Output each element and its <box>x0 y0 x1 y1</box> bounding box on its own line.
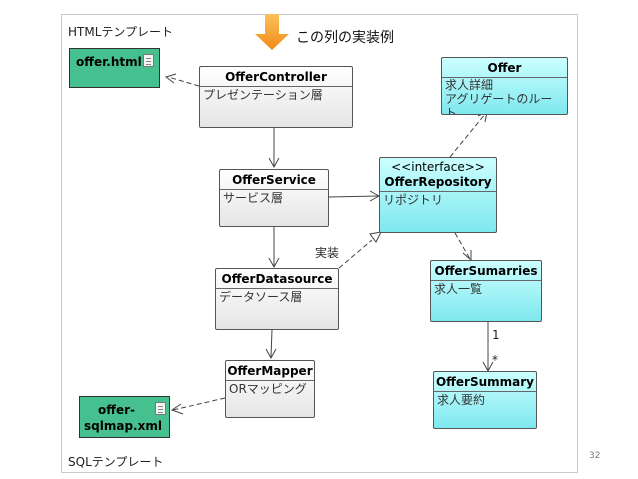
orange-down-arrow <box>255 14 289 50</box>
offer-sqlmap-file: offer- sqlmap.xml <box>79 396 170 438</box>
offer-sqlmap-label-line1: offer- <box>98 403 136 417</box>
offer-sqlmap-label-line2: sqlmap.xml <box>84 419 162 433</box>
class-name: OfferService <box>232 173 316 187</box>
class-description: 求人一覧 <box>434 282 483 296</box>
multiplicity-one: 1 <box>492 328 500 342</box>
class-name: OfferRepository <box>384 175 492 189</box>
realization-link <box>338 239 373 269</box>
offer-mapper-class: OfferMapper ORマッピング <box>225 360 315 418</box>
offer-controller-class: OfferController プレゼンテーション層 <box>199 66 353 128</box>
html-template-label: HTMLテンプレート <box>68 25 174 39</box>
class-name: OfferController <box>225 70 327 84</box>
class-description: サービス層 <box>223 191 284 205</box>
mapper-to-sqlmap-link <box>172 397 226 411</box>
class-description: 求人要約 <box>437 393 486 407</box>
class-description: 求人詳細 アグリゲートのルート <box>442 78 567 115</box>
class-description: プレゼンテーション層 <box>203 88 323 102</box>
class-description: ORマッピング <box>229 382 307 396</box>
offer-sumarries-class: OfferSumarries 求人一覧 <box>430 260 542 322</box>
class-description-line2: アグリゲートのルート <box>445 92 553 115</box>
implementation-note: この列の実装例 <box>296 30 394 46</box>
implements-label: 実装 <box>315 246 340 260</box>
offer-service-class: OfferService サービス層 <box>219 169 329 227</box>
sql-template-label: SQLテンプレート <box>68 455 164 469</box>
class-name: Offer <box>487 61 522 75</box>
offer-datasource-class: OfferDatasource データソース層 <box>215 268 339 330</box>
repository-to-offer-link <box>449 112 487 158</box>
offer-html-label: offer.html <box>76 55 142 69</box>
offer-class: Offer 求人詳細 アグリゲートのルート <box>441 57 568 115</box>
document-icon <box>143 54 154 67</box>
offer-summary-class: OfferSummary 求人要約 <box>433 371 537 429</box>
page-number: 32 <box>589 451 601 461</box>
multiplicity-many: * <box>492 353 498 367</box>
stereotype-label: <<interface>> <box>391 160 485 174</box>
offer-repository-interface: <<interface>> OfferRepository リポジトリ <box>379 157 497 233</box>
class-name: OfferSumarries <box>434 264 538 278</box>
class-description-line1: 求人詳細 <box>445 78 494 92</box>
controller-to-html-link <box>167 76 200 87</box>
document-icon <box>155 402 166 415</box>
class-name: OfferDatasource <box>221 272 333 286</box>
class-name: OfferSummary <box>435 375 534 389</box>
repository-to-sumarries-link <box>454 232 471 260</box>
class-name: OfferMapper <box>227 364 313 378</box>
offer-html-file: offer.html <box>69 48 160 88</box>
class-description: リポジトリ <box>383 193 444 207</box>
class-description: データソース層 <box>219 290 303 304</box>
datasource-to-mapper-link <box>270 329 273 358</box>
service-to-repository-link <box>328 195 379 198</box>
